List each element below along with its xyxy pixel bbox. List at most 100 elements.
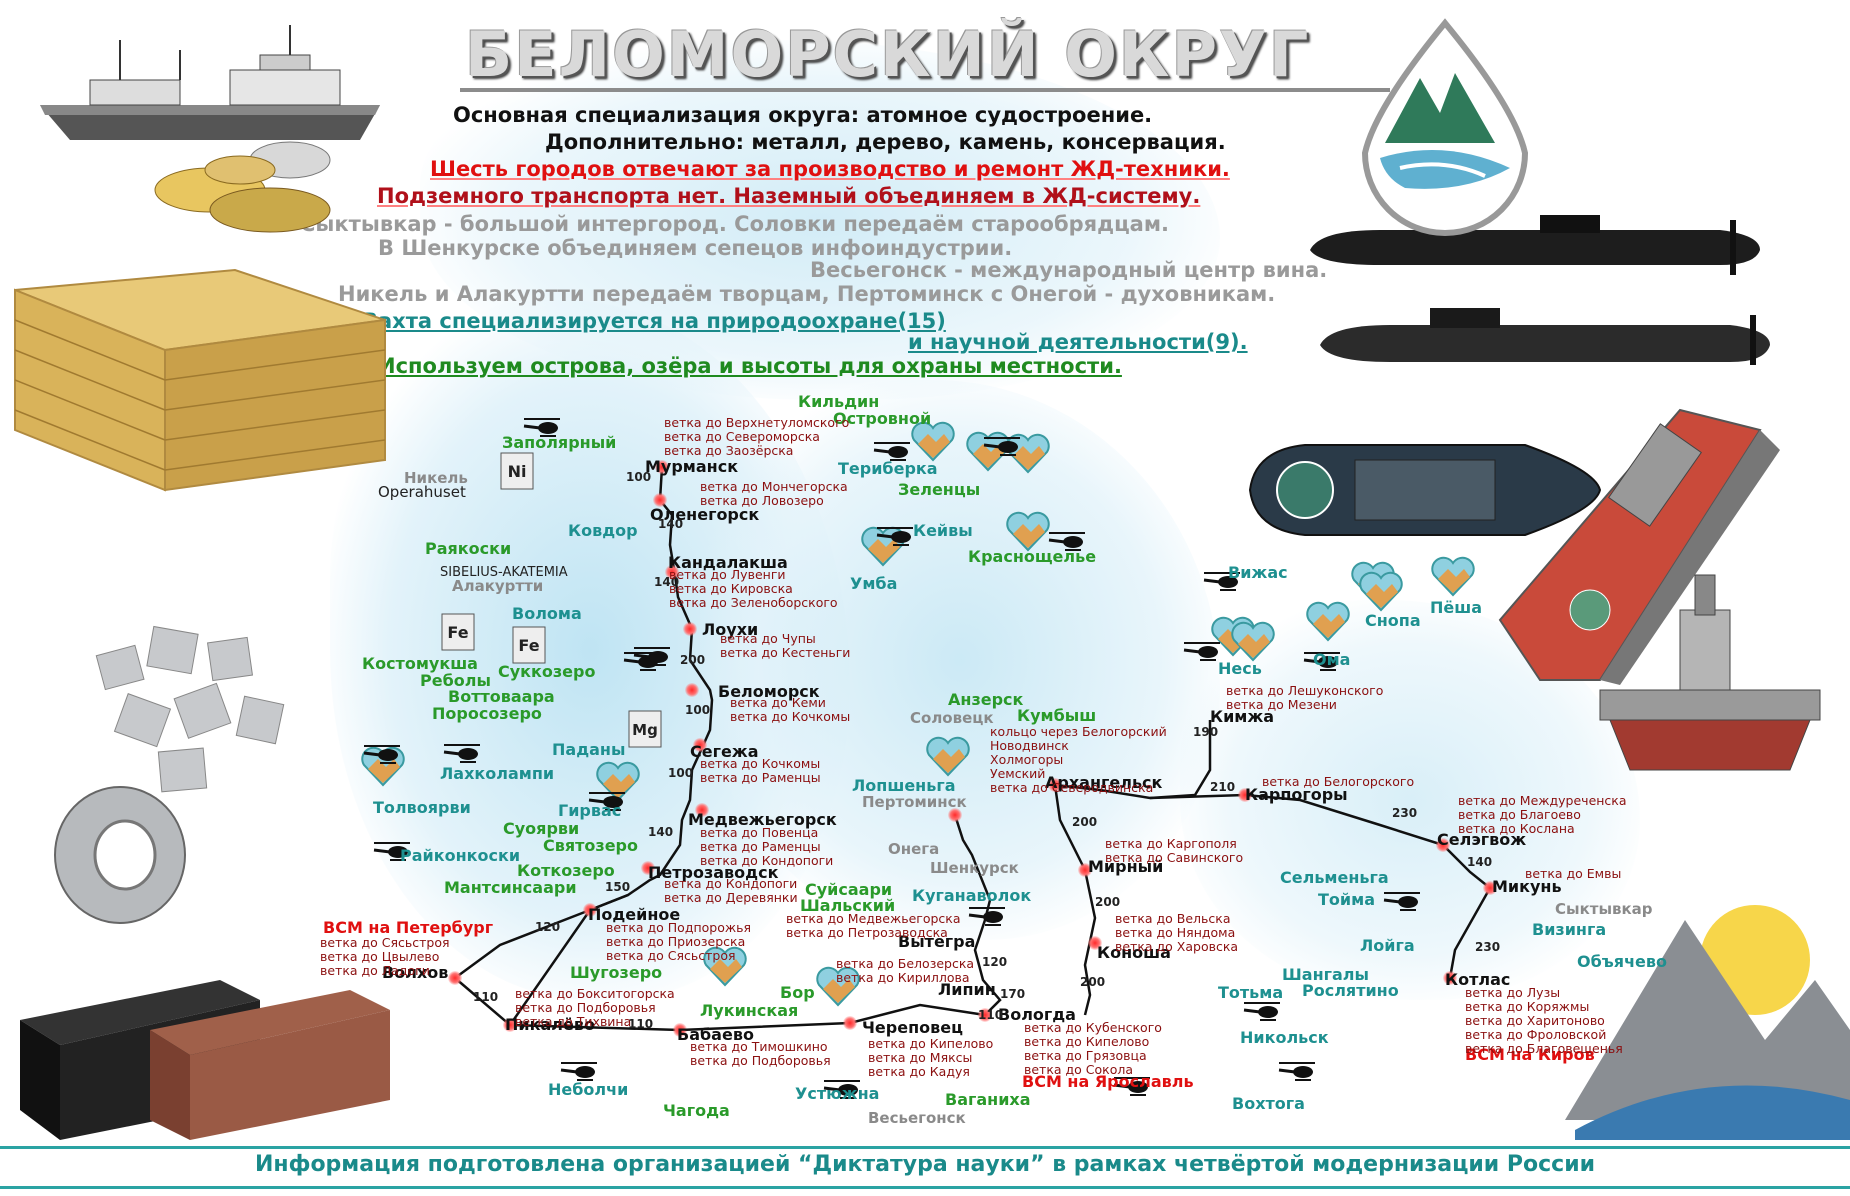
nature-heart-icon xyxy=(911,421,955,462)
city-lipin[interactable]: Липин xyxy=(938,980,996,999)
station-marker xyxy=(683,622,697,636)
distance-label: 120 xyxy=(535,920,561,934)
branch-line: ветка до Лузы xyxy=(1465,985,1561,1000)
city-vytegra[interactable]: Вытегра xyxy=(898,932,976,951)
branch-line: ветка до Тимошкино xyxy=(690,1039,828,1054)
city-medvezh[interactable]: Медвежьегорск xyxy=(688,810,837,829)
vsm-petersburg: ВСМ на Петербург xyxy=(323,918,494,937)
place-obyachevo: Объячево xyxy=(1577,952,1668,971)
city-podporozhye[interactable]: Подейное xyxy=(588,905,681,924)
city-mikun[interactable]: Микунь xyxy=(1492,877,1562,896)
city-murmansk[interactable]: Мурманск xyxy=(645,457,739,476)
city-arkhangelsk[interactable]: Архангельск xyxy=(1045,773,1163,792)
branch-line: ветка до Тихвина xyxy=(515,1014,632,1029)
place-kuganavolok: Куганаволок xyxy=(912,886,1032,905)
station-marker xyxy=(665,565,679,579)
helicopter-icon xyxy=(560,1062,597,1081)
place-shugozero: Шугозеро xyxy=(570,963,663,982)
branch-line: ветка до Кириллова xyxy=(836,970,970,985)
city-belomorsk[interactable]: Беломорск xyxy=(718,682,820,701)
branch-line: ветка до Лешуконского xyxy=(1226,683,1384,698)
place-padany: Паданы xyxy=(552,740,626,759)
helicopter-icon xyxy=(633,647,670,666)
branch-line: ветка до Северодвинска xyxy=(990,780,1154,795)
place-krasnoshchelye: Краснощелье xyxy=(968,547,1097,566)
nature-heart-icon xyxy=(1006,511,1050,552)
place-svyatozero: Святозеро xyxy=(543,836,638,855)
station-marker xyxy=(948,808,962,822)
station-marker xyxy=(693,738,707,752)
helicopter-icon xyxy=(373,842,410,861)
branch-line: ветка до Ловозеро xyxy=(700,493,824,508)
branch-line: ветка до Кипелово xyxy=(868,1036,994,1051)
branch-line: ветка до Зеленоборского xyxy=(669,595,838,610)
branch-line: ветка до Вельска xyxy=(1115,911,1231,926)
city-petrozavodsk[interactable]: Петрозаводск xyxy=(648,863,779,882)
city-kandalaksha[interactable]: Кандалакша xyxy=(668,553,788,572)
city-kimzha[interactable]: Кимжа xyxy=(1210,707,1275,726)
branch-line: ветка до Кочкомы xyxy=(730,709,851,724)
helicopter-icon xyxy=(1113,1077,1150,1096)
distance-label: 140 xyxy=(648,825,674,839)
branch-line: ветка до Кубенского xyxy=(1024,1020,1162,1035)
nature-heart-icon xyxy=(596,761,640,802)
city-loukhi[interactable]: Лоухи xyxy=(702,620,759,639)
nature-heart-icon xyxy=(1359,571,1403,612)
place-lakhkolampi: Лахколампи xyxy=(440,764,555,783)
footer-divider xyxy=(0,1146,1850,1149)
helicopter-icon xyxy=(1278,1062,1315,1081)
city-segezha[interactable]: Сегежа xyxy=(690,742,759,761)
header-line-3: Шесть городов отвечают за производство и… xyxy=(430,157,1230,181)
branch-line: ветка до Харовска xyxy=(1115,939,1239,954)
header-line-10: и научной деятельности(9). xyxy=(908,330,1248,354)
city-seleg[interactable]: Селэгвож xyxy=(1437,830,1527,849)
place-vokhtoga: Вохтога xyxy=(1232,1094,1305,1113)
city-olenegorsk[interactable]: Оленегорск xyxy=(650,505,760,524)
city-volkhov[interactable]: Волхов xyxy=(382,963,449,982)
branch-line: ветка до Кочкомы xyxy=(700,756,821,771)
distance-label: 100 xyxy=(626,470,652,484)
place-nes: Несь xyxy=(1218,659,1262,678)
branch-line: ветка до Мяксы xyxy=(868,1050,973,1065)
place-kostomuksha: Костомукша xyxy=(362,654,478,673)
city-babaevo[interactable]: Бабаево xyxy=(677,1025,754,1044)
distance-label: 200 xyxy=(1095,895,1121,909)
branch-line: ветка до Сясьстроя xyxy=(320,935,450,950)
city-konosha[interactable]: Коноша xyxy=(1097,943,1171,962)
city-mirny[interactable]: Мирный xyxy=(1088,857,1164,876)
metal-blocks-icon xyxy=(95,625,285,793)
city-vologda[interactable]: Вологда xyxy=(998,1005,1076,1024)
title-underline xyxy=(460,88,1390,92)
station-marker xyxy=(583,903,597,917)
element-fe-icon: Fe xyxy=(441,613,475,651)
branch-line: ветка до Кослана xyxy=(1458,821,1575,836)
branch-line: ветка до Кадуя xyxy=(868,1064,970,1079)
branch-line: ветка до Грязовца xyxy=(1024,1048,1147,1063)
city-karpogory[interactable]: Карпогоры xyxy=(1245,785,1348,804)
branch-line: ветка до Приозерска xyxy=(606,934,746,949)
station-marker xyxy=(1078,863,1092,877)
branch-line: ветка до Белозерска xyxy=(836,956,975,971)
branch-line: ветка до Медвежьегорска xyxy=(786,911,961,926)
place-anzersk: Анзерск xyxy=(948,690,1024,709)
place-pesha: Пёша xyxy=(1430,598,1483,617)
city-pikalevo[interactable]: Пикалёво xyxy=(505,1015,595,1034)
warship-icon xyxy=(1599,574,1821,771)
city-kotlas[interactable]: Котлас xyxy=(1445,970,1511,989)
place-lopshenga: Лопшеньга xyxy=(852,776,956,795)
distance-label: 230 xyxy=(1392,806,1418,820)
branch-line: ветка до Подборовья xyxy=(515,1000,656,1015)
city-cherepovets[interactable]: Череповец xyxy=(862,1018,963,1037)
